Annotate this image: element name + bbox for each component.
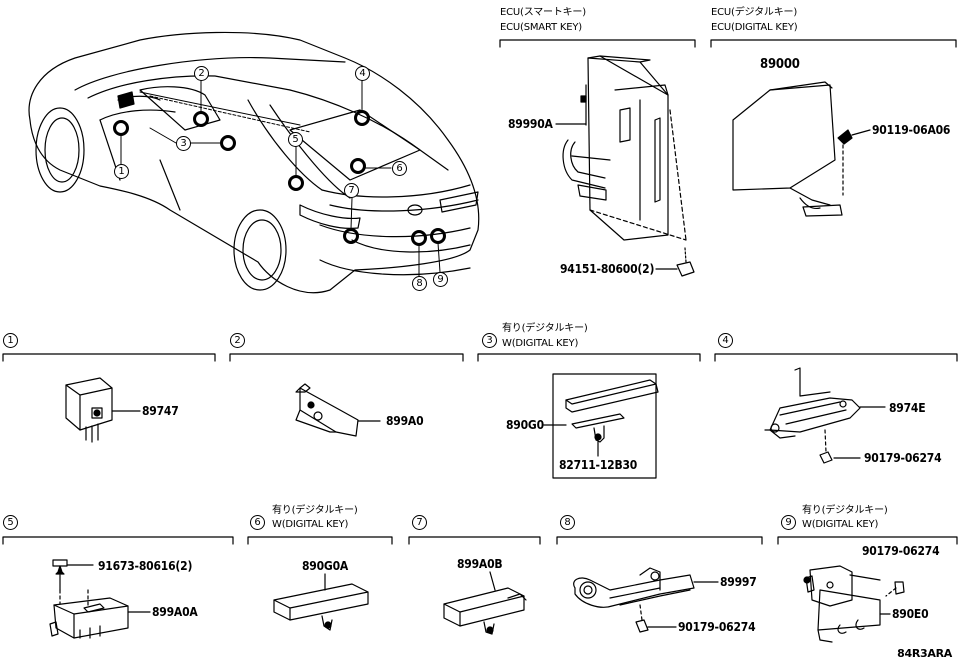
ecu-digital-key-header-en: ECU(DIGITAL KEY) [711,22,798,33]
ecu-smart-key-bracket [499,39,696,48]
callout-8: 8 [412,276,427,291]
callout-3: 3 [176,136,191,151]
part-label-8974E: 8974E [889,401,926,415]
section-5-number: 5 [3,515,18,530]
ecu-smart-key-header-jp: ECU(スマートキー) [500,7,586,18]
drawing-code: 84R3ARA [897,647,952,660]
ecu-digital-key-bracket [710,39,957,48]
part-label-89990A: 89990A [508,117,553,131]
section-7-number: 7 [412,515,427,530]
part-label-91673-80616: 91673-80616(2) [98,559,193,573]
part-890G0-drawing [543,373,659,479]
part-89997-drawing [573,567,719,633]
part-label-899A0A: 899A0A [152,605,198,619]
section-brackets [2,353,958,545]
part-899A0-drawing [295,383,381,437]
part-label-899A0: 899A0 [386,414,424,428]
callout-2: 2 [194,66,209,81]
part-label-890G0: 890G0 [506,418,544,432]
callout-7: 7 [344,183,359,198]
ecu-digital-key-drawing [732,81,871,217]
section-9-note-en: W(DIGITAL KEY) [802,519,879,530]
callout-9: 9 [433,272,448,287]
part-label-90119-06A06: 90119-06A06 [872,123,951,137]
section-6-note-jp: 有り(デジタルキー) [272,505,358,516]
part-899A0A-drawing [49,559,151,639]
part-89747-drawing [65,377,141,443]
section-6-number: 6 [250,515,265,530]
section-1-number: 1 [3,333,18,348]
part-label-89997: 89997 [720,575,757,589]
part-890E0-drawing [803,565,905,643]
ecu-digital-key-header-jp: ECU(デジタルキー) [711,7,798,18]
part-label-90179-06274-s8: 90179-06274 [678,620,756,634]
part-label-82711-12B30: 82711-12B30 [559,458,638,472]
section-9-note-jp: 有り(デジタルキー) [802,505,888,516]
callout-6: 6 [392,161,407,176]
callout-5: 5 [288,132,303,147]
callout-markers [113,79,446,277]
part-label-90179-06274-s9: 90179-06274 [862,544,940,558]
part-899A0B-drawing [443,571,527,635]
part-890G0A-drawing [273,573,369,631]
section-3-note-en: W(DIGITAL KEY) [502,338,579,349]
ecu-smart-key-drawing [555,55,695,277]
ecu-smart-key-header-en: ECU(SMART KEY) [500,22,582,33]
section-3-note-jp: 有り(デジタルキー) [502,323,588,334]
part-label-89747: 89747 [142,404,179,418]
section-4-number: 4 [718,333,733,348]
section-6-note-en: W(DIGITAL KEY) [272,519,349,530]
section-3-number: 3 [482,333,497,348]
part-label-890G0A: 890G0A [302,559,349,573]
car-illustration [28,31,480,294]
callout-1: 1 [114,164,129,179]
section-2-number: 2 [230,333,245,348]
part-8974E-drawing [764,367,886,464]
section-8-number: 8 [560,515,575,530]
callout-4: 4 [355,66,370,81]
section-9-number: 9 [781,515,796,530]
part-label-899A0B: 899A0B [457,557,503,571]
part-label-89000: 89000 [760,57,800,72]
part-label-94151-80600: 94151-80600(2) [560,262,655,276]
part-label-90179-06274-s4: 90179-06274 [864,451,942,465]
part-label-890E0: 890E0 [892,607,929,621]
